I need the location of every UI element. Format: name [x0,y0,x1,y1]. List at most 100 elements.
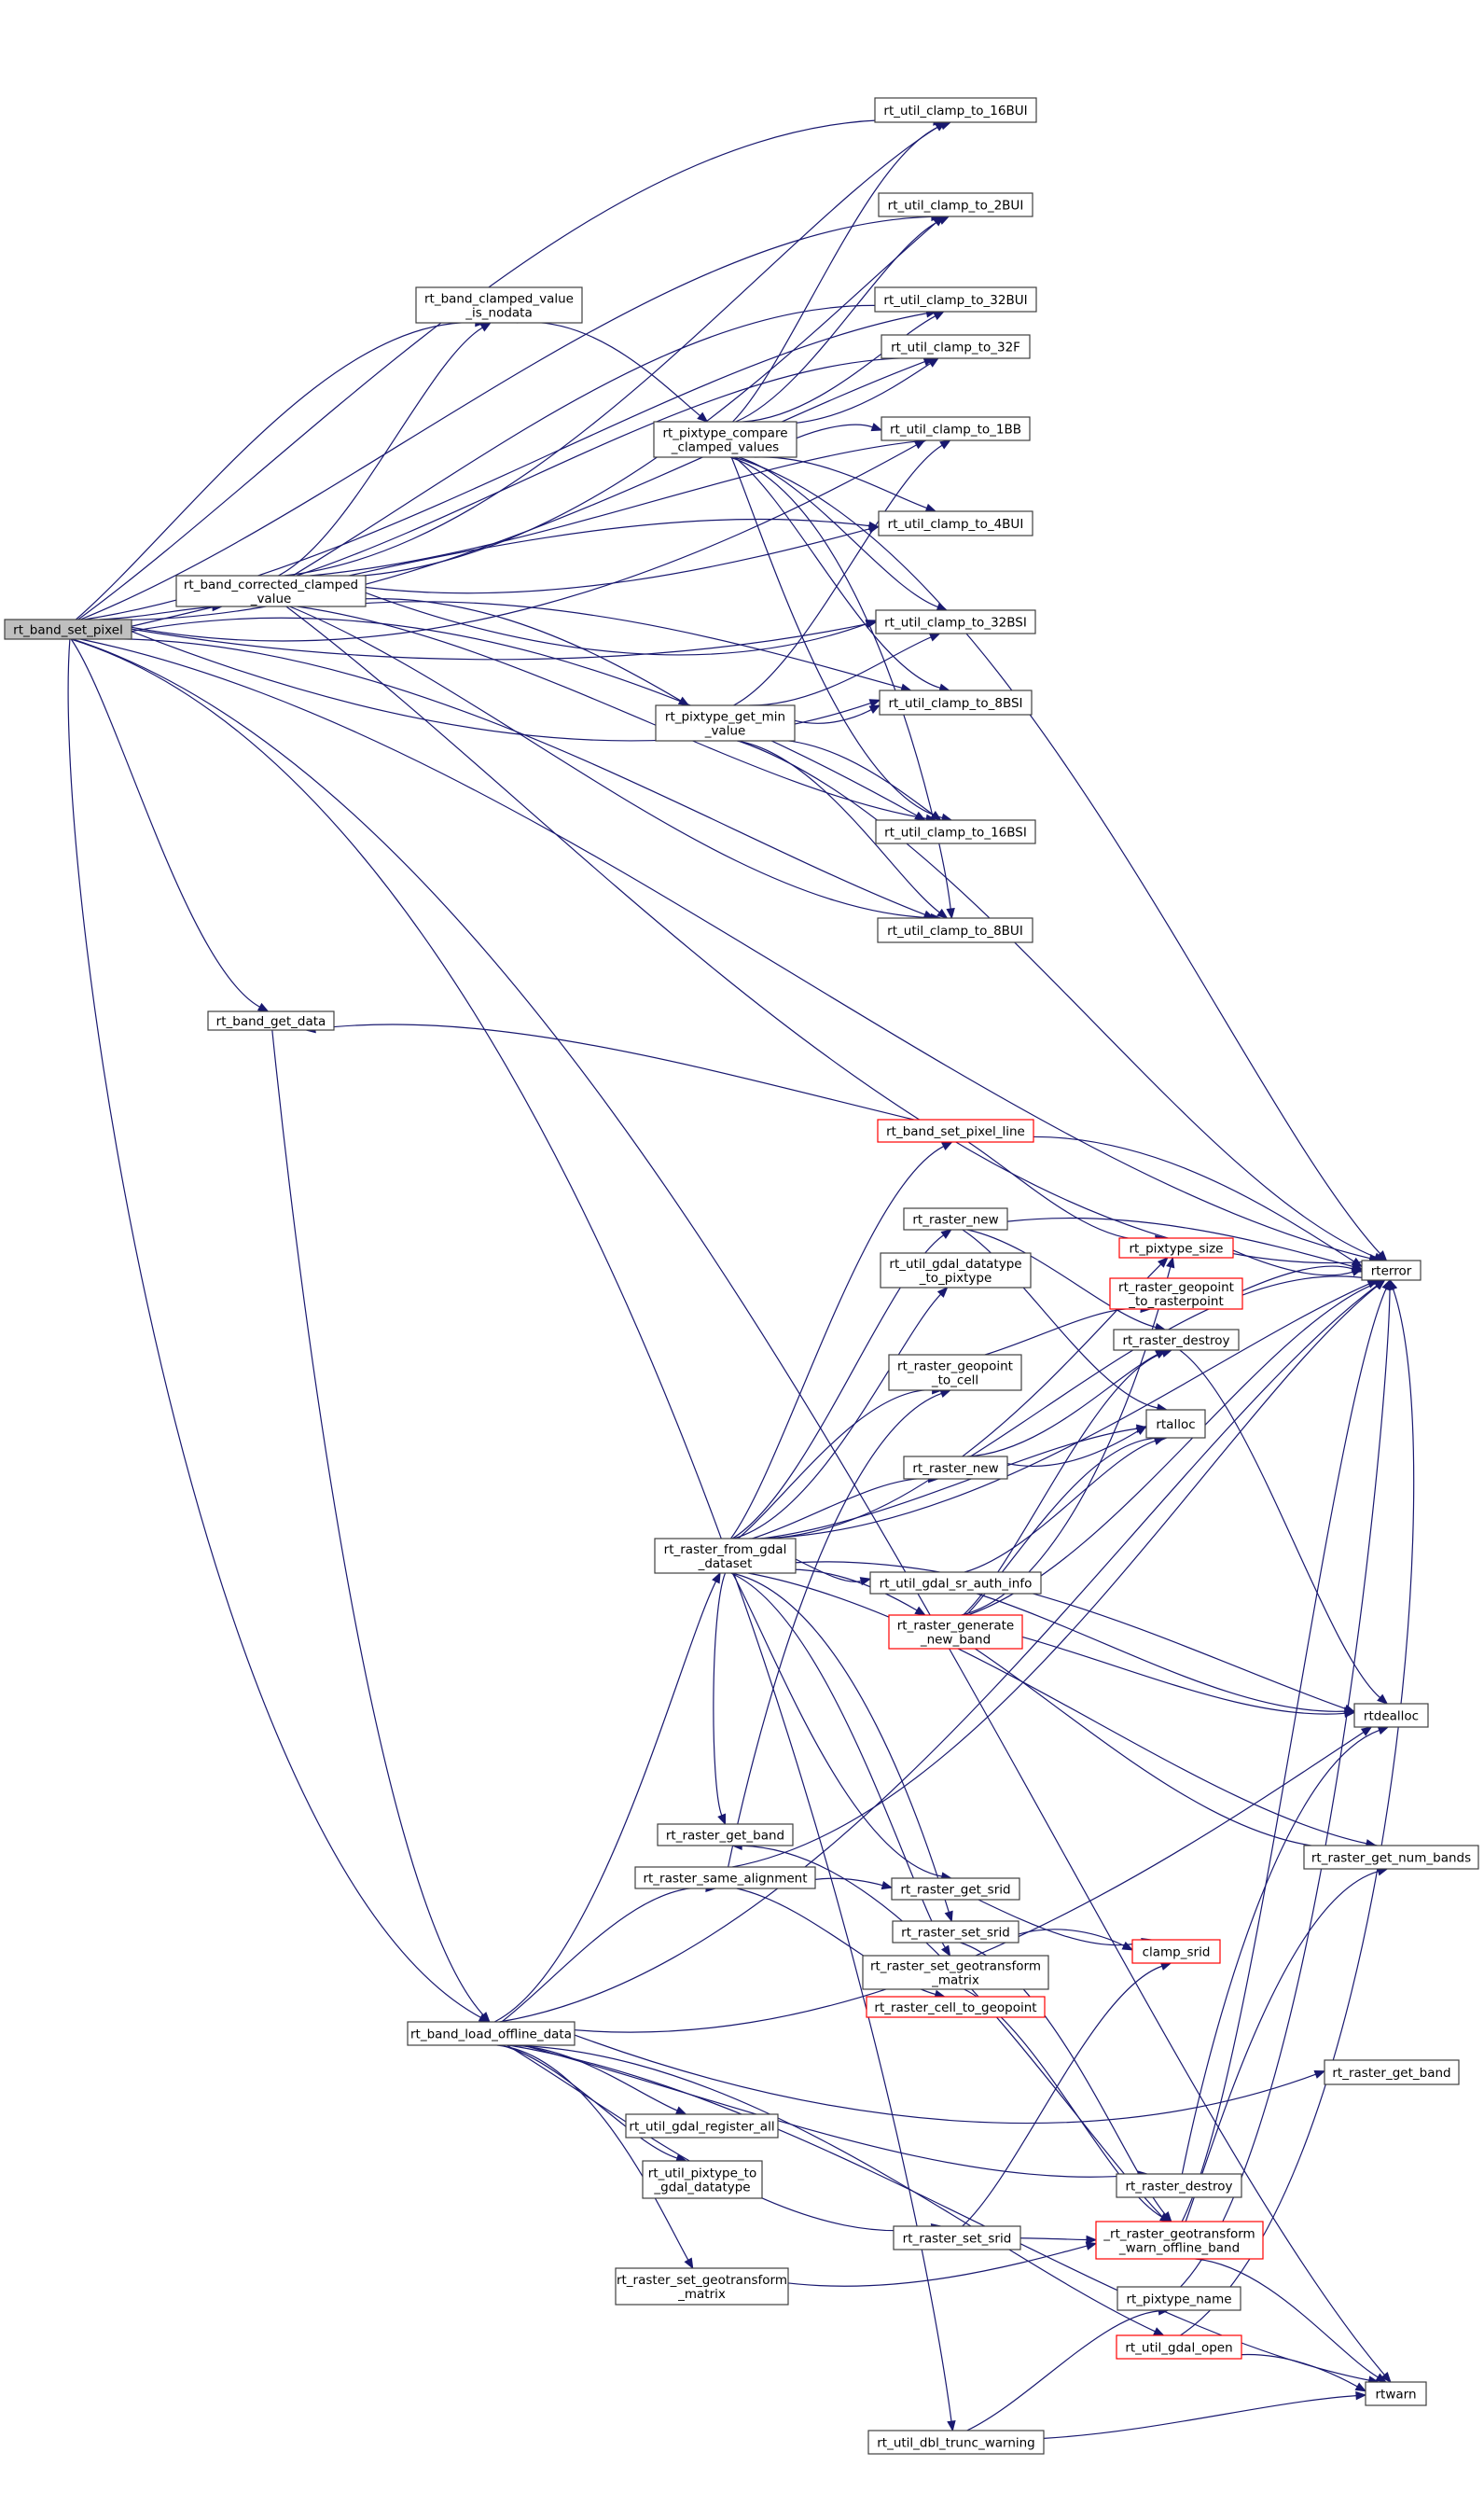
edge-line [1006,1217,1353,1267]
node-rt-util-clamp-to-8bsi[interactable]: rt_util_clamp_to_8BSI [879,690,1033,716]
node-rt-util-clamp-to-1bb[interactable]: rt_util_clamp_to_1BB [881,416,1031,441]
node-rt-raster-geotransform-warn-offline-band[interactable]: _rt_raster_geotransform_warn_offline_ban… [1095,2221,1264,2260]
node-label: rt_band_clamped_value [424,292,574,307]
node-box [1361,1260,1422,1281]
node-box [888,1354,1022,1391]
node-rt-util-gdal-sr-auth-info[interactable]: rt_util_gdal_sr_auth_info [869,1571,1042,1595]
node-rt-band-clamped-value-is-nodata[interactable]: rt_band_clamped_value_is_nodata [415,286,583,324]
node-label: _gdal_datatype [653,2181,750,2195]
edge-line [75,322,476,620]
node-rt-band-set-pixel-line[interactable]: rt_band_set_pixel_line [877,1119,1034,1143]
arrowhead-icon [1086,2235,1098,2245]
node-rt-pixtype-get-min-value[interactable]: rt_pixtype_get_min_value [655,704,796,742]
node-rt-band-get-data[interactable]: rt_band_get_data [207,1010,335,1031]
node-label: rt_raster_new [912,1461,998,1476]
node-rt-raster-set-srid[interactable]: rt_raster_set_srid [893,2225,1021,2250]
node-rt-util-clamp-to-32f[interactable]: rt_util_clamp_to_32F [881,334,1031,359]
node-rt-raster-geopoint-to-cell[interactable]: rt_raster_geopoint_to_cell [888,1354,1022,1391]
edge-n23-to-n29 [1179,1349,1389,1705]
arrowhead-icon [941,1944,951,1958]
node-rt-pixtype-name[interactable]: rt_pixtype_name [1116,2286,1241,2311]
node-box [1116,2286,1241,2311]
node-box [869,1571,1042,1595]
arrowhead-icon [1159,1961,1172,1971]
node-label: rt_raster_set_srid [901,1926,1010,1941]
node-rt-raster-cell-to-geopoint[interactable]: rt_raster_cell_to_geopoint [866,1996,1046,2018]
node-label: rt_util_pixtype_to [648,2167,756,2181]
node-rt-raster-get-band[interactable]: rt_raster_get_band [657,1823,794,1846]
node-rt-band-load-offline-data[interactable]: rt_band_load_offline_data [407,2021,576,2046]
node-rt-raster-new[interactable]: rt_raster_new [903,1207,1008,1231]
node-box [874,97,1037,123]
node-rt-util-clamp-to-16bui[interactable]: rt_util_clamp_to_16BUI [874,97,1037,123]
edge-line [737,740,940,913]
node-rt-util-clamp-to-32bsi[interactable]: rt_util_clamp_to_32BSI [875,609,1036,634]
node-rt-util-clamp-to-4bui[interactable]: rt_util_clamp_to_4BUI [878,510,1033,536]
edge-line [79,638,1370,1260]
node-rt-raster-get-band[interactable]: rt_raster_get_band [1324,2059,1460,2085]
arrowhead-icon [870,423,883,432]
edge-line [297,357,927,577]
node-rt-util-clamp-to-2bui[interactable]: rt_util_clamp_to_2BUI [878,192,1033,217]
node-rt-util-clamp-to-8bui[interactable]: rt_util_clamp_to_8BUI [877,917,1033,943]
edge-n4-to-n13 [747,738,942,821]
node-rt-band-corrected-clamped-value[interactable]: rt_band_corrected_clamped_value [175,575,367,607]
node-label: _matrix [677,2287,726,2302]
node-rt-raster-same-alignment[interactable]: rt_raster_same_alignment [634,1866,816,1889]
edge-line [966,2310,1159,2431]
node-box [655,704,796,742]
node-clamp-srid[interactable]: clamp_srid [1131,1939,1221,1964]
node-rt-util-dbl-trunc-warning[interactable]: rt_util_dbl_trunc_warning [867,2430,1045,2455]
node-rt-band-set-pixel[interactable]: rt_band_set_pixel [4,619,132,640]
node-rt-util-clamp-to-16bsi[interactable]: rt_util_clamp_to_16BSI [875,819,1036,844]
edge-n1-to-n8 [297,353,937,577]
node-rt-raster-get-srid[interactable]: rt_raster_get_srid [891,1877,1020,1901]
edge-n3-to-n10 [754,456,937,512]
edge-n17-to-n16 [304,1024,914,1121]
edge-n38-to-n47 [506,2044,1165,2336]
node-label: rt_pixtype_name [1126,2292,1231,2307]
node-rterror[interactable]: rterror [1361,1260,1422,1281]
edge-n0-to-n49 [70,638,956,2432]
node-rt-pixtype-size[interactable]: rt_pixtype_size [1118,1237,1234,1259]
edge-line [506,2044,678,2111]
node-rt-util-gdal-open[interactable]: rt_util_gdal_open [1116,2334,1242,2360]
edge-line [796,424,873,439]
edge-n0-to-n16 [70,638,270,1012]
node-rt-raster-generate-new-band[interactable]: rt_raster_generate_new_band [888,1614,1023,1650]
edge-line [734,456,941,689]
node-label: rt_raster_get_num_bands [1311,1851,1471,1866]
node-rt-raster-set-srid[interactable]: rt_raster_set_srid [892,1920,1019,1944]
node-label: rt_pixtype_size [1130,1242,1224,1257]
node-label: rtwarn [1375,2388,1416,2403]
node-rt-raster-from-gdal-dataset[interactable]: rt_raster_from_gdal_dataset [654,1538,797,1574]
node-rt-util-clamp-to-32bui[interactable]: rt_util_clamp_to_32BUI [874,286,1037,313]
node-label: rt_pixtype_get_min [665,710,785,725]
node-rt-util-gdal-register-all[interactable]: rt_util_gdal_register_all [625,2113,779,2139]
edge-line [962,1229,1158,1409]
node-rt-raster-destroy[interactable]: rt_raster_destroy [1116,2173,1242,2198]
node-rt-raster-set-geotransform-matrix[interactable]: rt_raster_set_geotransform_matrix [862,1955,1049,1990]
node-rt-pixtype-compare-clamped-values[interactable]: rt_pixtype_compare_clamped_values [653,421,797,458]
edge-line [1019,2237,1088,2241]
node-rtalloc[interactable]: rtalloc [1145,1409,1206,1439]
node-rtwarn[interactable]: rtwarn [1365,2381,1427,2406]
node-rt-raster-geopoint-to-rasterpoint[interactable]: rt_raster_geopoint_to_rasterpoint [1109,1277,1243,1310]
arrowhead-icon [1313,2069,1326,2079]
arrowhead-icon [1351,1264,1364,1274]
node-label: rt_band_set_pixel [13,623,123,638]
node-rt-util-pixtype-to-gdal-datatype[interactable]: rt_util_pixtype_to_gdal_datatype [642,2160,763,2199]
edge-line [738,740,1376,1258]
node-rt-util-gdal-datatype-to-pixtype[interactable]: rt_util_gdal_datatype_to_pixtype [880,1252,1032,1289]
edge-n26-to-n30 [713,1572,727,1826]
node-rt-raster-set-geotransform-matrix[interactable]: rt_raster_set_geotransform_matrix [615,2267,789,2306]
arrowhead-icon [1380,2371,1392,2384]
edge-line [730,456,943,819]
node-rt-raster-get-num-bands[interactable]: rt_raster_get_num_bands [1303,1845,1479,1870]
edge-line [760,1428,1138,1540]
node-label: rt_raster_same_alignment [643,1872,807,1887]
node-rt-raster-new[interactable]: rt_raster_new [903,1456,1008,1480]
node-rt-raster-destroy[interactable]: rt_raster_destroy [1113,1329,1240,1351]
node-rtdealloc[interactable]: rtdealloc [1353,1703,1429,1728]
edge-line [747,738,934,815]
